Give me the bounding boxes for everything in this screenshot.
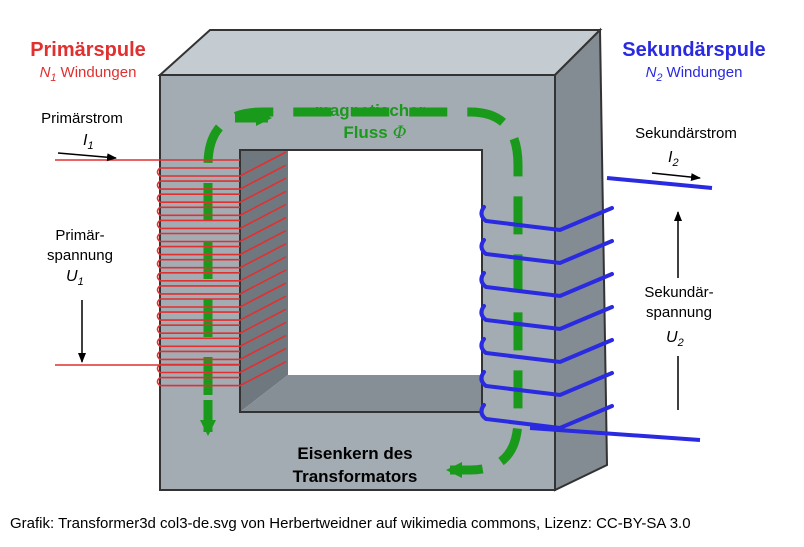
secondary-current-arrow — [651, 172, 701, 182]
secondary-voltage-line2: spannung — [646, 304, 712, 321]
secondary-title: Sekundärspule — [622, 39, 765, 61]
primary-winding — [156, 203, 287, 230]
secondary-winding — [479, 271, 614, 299]
secondary-voltage-line1: Sekundär- — [644, 284, 713, 301]
primary-winding — [156, 295, 287, 321]
primary-winding — [156, 177, 287, 203]
core-label-line2: Transformators — [293, 467, 418, 486]
core-label-line1: Eisenkern des — [297, 444, 412, 463]
primary-winding — [156, 242, 287, 269]
secondary-lead-top — [606, 176, 713, 190]
core-hole-bottom-face — [240, 375, 482, 412]
primary-winding — [156, 360, 287, 387]
primary-current-arrow — [57, 152, 117, 162]
secondary-coil — [479, 205, 614, 431]
primary-winding — [156, 190, 287, 217]
flux-label-line1: magnetischer — [315, 101, 426, 120]
flux-path — [203, 107, 523, 478]
primary-winding — [156, 334, 287, 361]
primary-voltage-symbol: U1 — [66, 268, 84, 288]
primary-winding — [156, 269, 287, 295]
secondary-lead-bottom — [529, 426, 701, 442]
primary-winding — [156, 229, 287, 256]
primary-voltage-line1: Primär- — [55, 227, 104, 244]
secondary-winding — [479, 337, 614, 365]
primary-current-label: Primärstrom — [41, 110, 123, 127]
secondary-current-label: Sekundärstrom — [635, 125, 737, 142]
secondary-voltage-symbol: U2 — [666, 329, 684, 349]
image-caption: Grafik: Transformer3d col3-de.svg von He… — [10, 515, 691, 532]
core-top-face — [157, 29, 603, 76]
primary-winding — [156, 164, 287, 190]
secondary-winding — [479, 205, 614, 233]
primary-winding — [156, 321, 287, 348]
primary-title: Primärspule — [30, 39, 146, 61]
primary-voltage-line2: spannung — [47, 247, 113, 264]
secondary-winding — [479, 304, 614, 332]
secondary-winding — [479, 238, 614, 266]
primary-current-symbol: I1 — [83, 132, 94, 152]
primary-winding — [156, 256, 287, 282]
primary-winding — [156, 151, 287, 177]
secondary-winding — [479, 370, 614, 398]
primary-coil — [156, 151, 287, 387]
primary-winding — [156, 308, 287, 334]
secondary-current-symbol: I2 — [668, 149, 679, 169]
primary-winding — [156, 282, 287, 308]
secondary-winding — [479, 403, 614, 431]
primary-winding — [156, 216, 287, 243]
